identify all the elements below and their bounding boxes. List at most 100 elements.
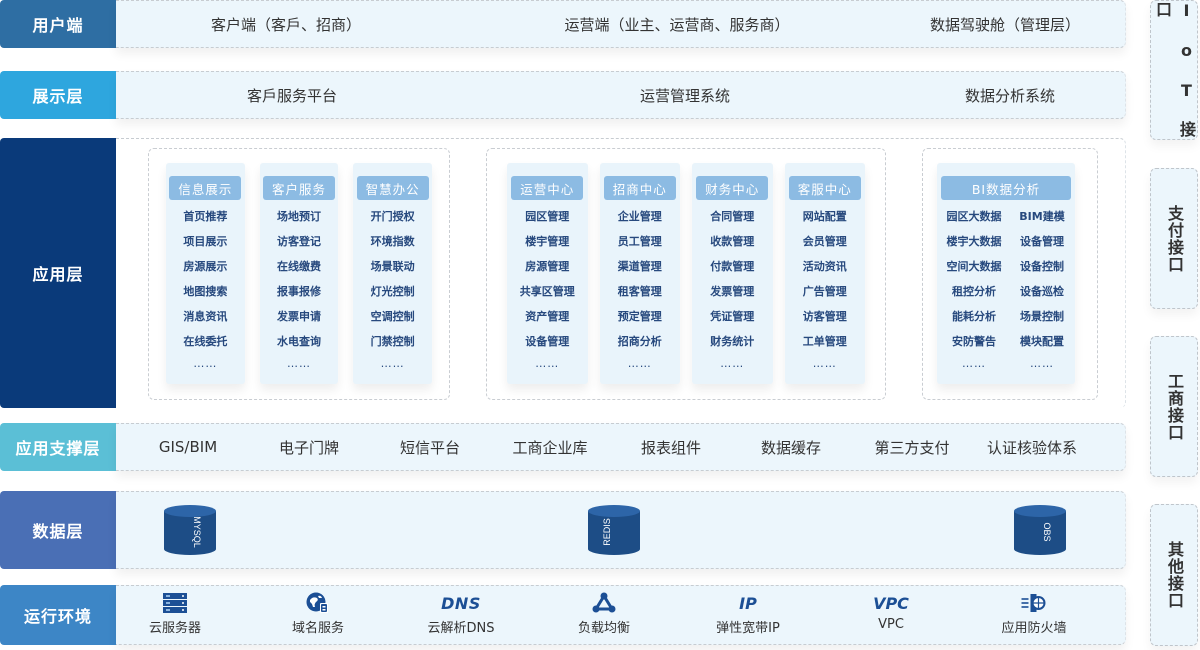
app-item: 房源展示: [183, 260, 228, 273]
vpc-icon: VPC: [873, 592, 909, 614]
app-item: 付款管理: [710, 260, 755, 273]
app-item: 工单管理: [802, 335, 847, 348]
vpc-icon-text: VPC: [873, 593, 909, 613]
app-item: 发票申请: [277, 310, 321, 323]
app-item: 楼宇管理: [525, 235, 570, 248]
mysql-database-icon: MYSQL: [164, 505, 216, 555]
app-item: 水电查询: [277, 335, 321, 348]
app-column-title: 客服中心: [788, 176, 861, 200]
runtime-item-label: 负载均衡: [577, 621, 631, 636]
interface-iot: I o T 接 口: [1150, 0, 1198, 140]
runtime-item-label: 弹性宽带IP: [716, 621, 780, 636]
app-column-title: 招商中心: [603, 176, 676, 200]
runtime-layer-row: 运行环境 云服务器 域名服务 DNS 云解析DNS 负载均衡: [0, 585, 1126, 645]
app-group-client: 信息展示 首页推荐 项目展示 房源展示 地图搜索 消息资讯 在线委托 …… 客户…: [148, 148, 450, 400]
data-layer-label: 数据层: [0, 491, 116, 569]
dns-icon-text: DNS: [441, 593, 481, 613]
runtime-item-label: VPC: [878, 617, 904, 632]
display-analytics-system: 数据分析系统: [964, 86, 1056, 105]
app-item: 企业管理: [617, 210, 662, 223]
app-item: 发票管理: [710, 285, 755, 298]
interface-label: 支付接口: [1165, 204, 1184, 273]
user-layer-row: 用户端 客户端（客戶、招商） 运营端（业主、运营商、服务商） 数据驾驶舱（管理层…: [0, 0, 1126, 48]
more-ellipsis: ……: [812, 357, 837, 370]
more-ellipsis: ……: [535, 357, 560, 370]
runtime-item-label: 域名服务: [291, 621, 345, 636]
support-item: GIS/BIM: [158, 438, 218, 456]
interface-business: 工商接口: [1150, 336, 1198, 477]
app-item: 访客管理: [802, 310, 847, 323]
redis-label: REDIS: [602, 518, 612, 546]
application-layer-content: 信息展示 首页推荐 项目展示 房源展示 地图搜索 消息资讯 在线委托 …… 客户…: [116, 138, 1126, 408]
data-layer-row: 数据层 MYSQL REDIS OBS: [0, 491, 1126, 569]
mysql-label: MYSQL: [192, 516, 202, 548]
dns-icon: DNS: [441, 592, 481, 614]
app-item: 报事报修: [277, 285, 321, 298]
server-icon: [162, 592, 187, 614]
redis-database-icon: REDIS: [588, 505, 640, 555]
more-ellipsis: ……: [720, 357, 745, 370]
runtime-item-label: 云服务器: [148, 621, 202, 636]
app-item: 活动资讯: [802, 260, 847, 273]
app-item: 共享区管理: [519, 285, 575, 298]
app-item: 在线委托: [183, 335, 228, 348]
data-layer-content: MYSQL REDIS OBS: [116, 491, 1126, 569]
interface-label: I o T 接 口: [1153, 1, 1196, 138]
app-column-bi: BI数据分析 园区大数据 BIM建模 楼宇大数据 设备管理 空间大数据 设备控制…: [937, 163, 1075, 384]
app-item: 收款管理: [710, 235, 755, 248]
support-item: 短信平台: [399, 438, 461, 457]
app-item: 环境指数: [370, 235, 415, 248]
support-item: 数据缓存: [760, 438, 822, 457]
more-ellipsis: ……: [193, 357, 218, 370]
runtime-layer-label: 运行环境: [0, 585, 116, 645]
display-operation-system: 运营管理系统: [639, 86, 731, 105]
user-layer-label: 用户端: [0, 0, 116, 48]
app-item: 开门授权: [370, 210, 415, 223]
support-layer-row: 应用支撑层 GIS/BIM 电子门牌 短信平台 工商企业库 报表组件 数据缓存 …: [0, 423, 1126, 471]
app-column-title: 智慧办公: [356, 176, 429, 200]
app-column-title: 客户服务: [263, 176, 335, 200]
app-item: 设备管理: [525, 335, 570, 348]
support-item: 工商企业库: [512, 438, 588, 457]
display-layer-row: 展示层 客戶服务平台 运营管理系统 数据分析系统: [0, 71, 1126, 119]
user-client-customer: 客户端（客戶、招商）: [210, 15, 362, 34]
app-column-title: 运营中心: [511, 176, 584, 200]
app-column: 客服中心 网站配置 会员管理 活动资讯 广告管理 访客管理 工单管理 ……: [784, 163, 865, 384]
app-item: 房源管理: [525, 260, 570, 273]
more-ellipsis: ……: [1030, 357, 1054, 370]
more-ellipsis: ……: [627, 357, 652, 370]
app-item: 在线缴费: [277, 260, 321, 273]
display-customer-platform: 客戶服务平台: [246, 86, 338, 105]
application-layer-label: 应用层: [0, 138, 116, 408]
app-item: 设备巡检: [1020, 285, 1064, 298]
support-item: 认证核验体系: [986, 438, 1078, 457]
interface-other: 其他接口: [1150, 504, 1198, 646]
app-item: 门禁控制: [370, 335, 415, 348]
runtime-item-label: 应用防火墙: [1001, 621, 1067, 636]
app-column: 智慧办公 开门授权 环境指数 场景联动 灯光控制 空调控制 门禁控制 ……: [353, 163, 433, 384]
app-column-title: 财务中心: [696, 176, 769, 200]
bi-item-grid: 园区大数据 BIM建模 楼宇大数据 设备管理 空间大数据 设备控制 租控分析 设…: [939, 204, 1073, 374]
app-column: 招商中心 企业管理 员工管理 渠道管理 租客管理 预定管理 招商分析 ……: [599, 163, 680, 384]
obs-storage-icon: OBS: [1014, 505, 1066, 555]
display-layer-label: 展示层: [0, 71, 116, 119]
runtime-item-cloud-server: 云服务器: [149, 592, 201, 636]
runtime-item-elastic-ip: IP 弹性宽带IP: [716, 592, 780, 637]
obs-label: OBS: [1042, 522, 1052, 541]
firewall-icon: [1020, 592, 1047, 614]
app-item: 租控分析: [952, 285, 996, 298]
support-item: 第三方支付: [874, 438, 950, 457]
interface-label: 工商接口: [1165, 372, 1184, 441]
runtime-item-load-balance: 负载均衡: [578, 592, 630, 636]
app-item: 访客登记: [277, 235, 321, 248]
user-client-dashboard: 数据驾驶舱（管理层）: [929, 15, 1081, 34]
user-client-operator: 运营端（业主、运营商、服务商）: [564, 15, 790, 34]
domain-globe-icon: [306, 592, 330, 614]
app-column: 信息展示 首页推荐 项目展示 房源展示 地图搜索 消息资讯 在线委托 ……: [166, 163, 245, 384]
ip-icon: IP: [739, 592, 757, 614]
ip-icon-text: IP: [739, 593, 757, 613]
interface-label: 其他接口: [1165, 541, 1184, 609]
runtime-layer-content: 云服务器 域名服务 DNS 云解析DNS 负载均衡 IP 弹性宽带IP: [116, 585, 1126, 645]
app-item: 会员管理: [802, 235, 847, 248]
more-ellipsis: ……: [287, 357, 311, 370]
